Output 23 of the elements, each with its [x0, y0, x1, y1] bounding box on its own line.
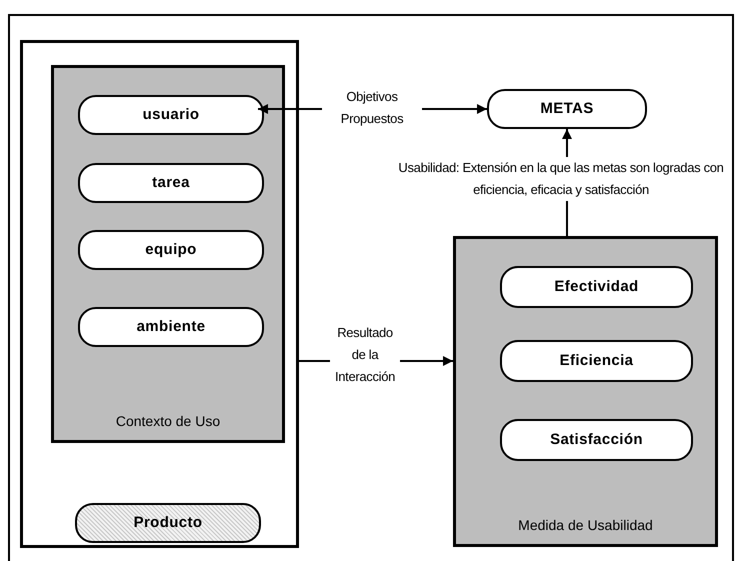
node-label: tarea [152, 172, 190, 193]
node-label: METAS [540, 98, 594, 119]
node-label: Efectividad [554, 276, 639, 297]
rounded-box [78, 163, 264, 203]
node-label: equipo [145, 240, 197, 260]
node-label: ambiente [136, 316, 206, 337]
rounded-box [78, 95, 264, 135]
rounded-box [78, 307, 264, 347]
group-box [51, 65, 285, 443]
node-label: usuario [142, 104, 200, 125]
group-label: Medida de Usabilidad [517, 516, 654, 535]
rounded-box [78, 230, 264, 270]
hatched-rounded-box [75, 503, 261, 543]
group-label: Contexto de Uso [114, 412, 222, 431]
product-frame [20, 40, 299, 548]
rounded-box [500, 340, 693, 382]
rounded-box [500, 266, 693, 308]
node-label: Satisfacción [550, 430, 643, 450]
node-label: Eficiencia [560, 350, 634, 371]
node-label: Producto [134, 512, 202, 533]
rounded-box [487, 89, 647, 129]
group-box [453, 236, 718, 547]
rounded-box [500, 419, 693, 461]
